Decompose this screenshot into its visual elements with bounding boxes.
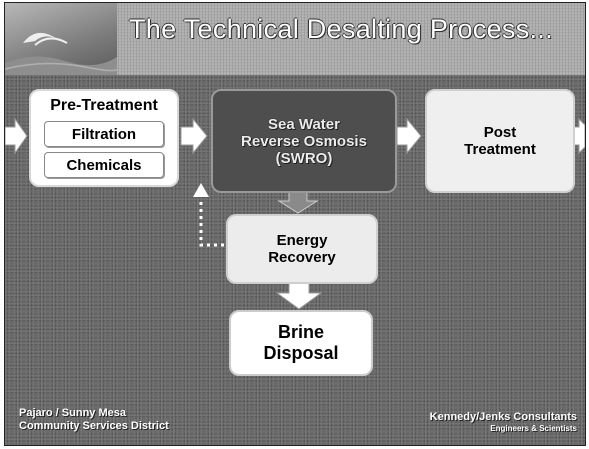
brine-disposal-box: Brine Disposal xyxy=(229,310,373,376)
energy-recovery-line-1: Energy xyxy=(276,232,328,249)
bird-logo-icon xyxy=(5,32,117,75)
consultant-name: Kennedy/Jenks Consultants xyxy=(429,411,577,423)
slide: The Technical Desalting Process... Pre-T… xyxy=(4,2,586,446)
brine-disposal-line-2: Disposal xyxy=(263,343,339,363)
arrow-pretreatment-to-swro-icon xyxy=(180,117,208,155)
post-treatment-line-2: Treatment xyxy=(464,141,536,158)
post-treatment-box: Post Treatment xyxy=(425,89,575,193)
logo-image xyxy=(5,3,117,75)
energy-recovery-line-2: Recovery xyxy=(268,249,336,266)
arrow-out-of-post-icon xyxy=(572,117,585,155)
chemicals-label: Chemicals xyxy=(44,152,164,178)
energy-recovery-loop-line xyxy=(199,199,224,247)
arrow-into-pretreatment-icon xyxy=(5,117,28,155)
footer-consultant: Kennedy/Jenks Consultants Engineers & Sc… xyxy=(430,411,577,434)
arrow-swro-to-post-icon xyxy=(396,117,422,155)
arrow-swro-to-energy-icon xyxy=(277,190,319,214)
post-treatment-line-1: Post xyxy=(483,124,517,141)
energy-recovery-box: Energy Recovery xyxy=(226,214,378,284)
page-title: The Technical Desalting Process... xyxy=(129,14,553,44)
brine-disposal-line-1: Brine xyxy=(277,322,324,342)
flow-arrows xyxy=(5,117,585,310)
swro-box: Sea Water Reverse Osmosis (SWRO) xyxy=(211,89,397,193)
swro-line-2: Reverse Osmosis xyxy=(241,132,367,150)
swro-line-3: (SWRO) xyxy=(275,149,333,167)
pre-treatment-box: Pre-Treatment Filtration Chemicals xyxy=(29,89,179,187)
energy-recovery-loop-arrowhead-icon xyxy=(193,183,209,197)
arrow-energy-to-brine-icon xyxy=(275,280,323,310)
title-bar: The Technical Desalting Process... xyxy=(5,3,585,75)
filtration-label: Filtration xyxy=(44,121,164,147)
footer-organization: Pajaro / Sunny Mesa Community Services D… xyxy=(19,407,169,433)
footer-left-line-1: Pajaro / Sunny Mesa xyxy=(19,407,126,419)
pre-treatment-label: Pre-Treatment xyxy=(50,97,158,114)
consultant-tagline: Engineers & Scientists xyxy=(490,424,577,433)
swro-line-1: Sea Water xyxy=(268,115,340,133)
footer-left-line-2: Community Services District xyxy=(19,420,169,432)
